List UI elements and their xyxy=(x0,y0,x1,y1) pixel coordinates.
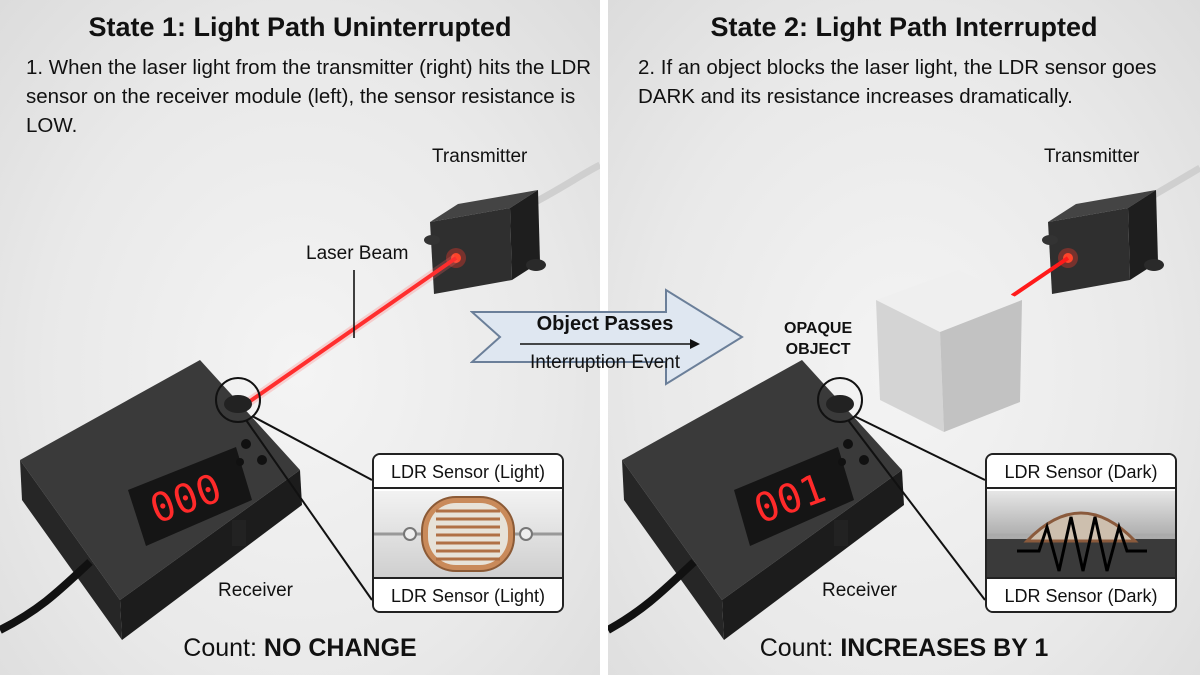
ldr-light-inset: LDR Sensor (Light) LDR Sensor (Light) xyxy=(372,453,564,613)
transition-primary-label: Object Passes xyxy=(536,313,674,335)
ldr-dark-inset: LDR Sensor (Dark) LDR Sensor (Dark) xyxy=(985,453,1177,613)
opaque-object-label: OPAQUE OBJECT xyxy=(784,318,852,360)
laser-beam-label: Laser Beam xyxy=(306,243,409,264)
count-prefix: Count: xyxy=(183,634,257,662)
opaque-object-label-line1: OPAQUE xyxy=(784,320,853,337)
state-1-count: Count: NO CHANGE xyxy=(0,634,600,663)
count-value: INCREASES BY 1 xyxy=(840,634,1049,662)
right-arrow-icon xyxy=(470,288,744,386)
inset-top-label: LDR Sensor (Light) xyxy=(374,455,562,489)
transmitter-label: Transmitter xyxy=(432,146,528,167)
state-2-count: Count: INCREASES BY 1 xyxy=(608,634,1200,663)
state-1-title: State 1: Light Path Uninterrupted xyxy=(88,12,512,42)
state-2-title: State 2: Light Path Interrupted xyxy=(710,12,1098,42)
count-value: NO CHANGE xyxy=(263,634,417,662)
state-1-description: 1. When the laser light from the transmi… xyxy=(26,56,592,137)
opaque-cube-icon xyxy=(876,270,1022,432)
state-2-illustration: 001 xyxy=(608,164,1200,640)
state-1-illustration: 000 xyxy=(0,161,600,640)
state-2-description: 2. If an object blocks the laser light, … xyxy=(638,56,1157,108)
usb-cable-icon xyxy=(0,559,93,634)
transmitter-module-icon xyxy=(424,190,546,294)
count-prefix: Count: xyxy=(759,634,834,662)
opaque-object-label-line2: OBJECT xyxy=(785,341,851,358)
laser-beam-line xyxy=(244,256,458,406)
ldr-sensor-icon xyxy=(374,491,562,577)
inset-bottom-label: LDR Sensor (Dark) xyxy=(987,577,1175,611)
inset-top-label: LDR Sensor (Dark) xyxy=(987,455,1175,489)
ldr-sensor-icon xyxy=(987,491,1175,577)
transmitter-module-icon xyxy=(1042,190,1164,294)
receiver-label: Receiver xyxy=(822,580,897,601)
inset-bottom-label: LDR Sensor (Light) xyxy=(374,577,562,611)
receiver-label: Receiver xyxy=(218,580,293,601)
transmitter-label: Transmitter xyxy=(1044,146,1140,167)
transition-secondary-label: Interruption Event xyxy=(530,352,680,373)
usb-cable-icon xyxy=(608,559,697,634)
